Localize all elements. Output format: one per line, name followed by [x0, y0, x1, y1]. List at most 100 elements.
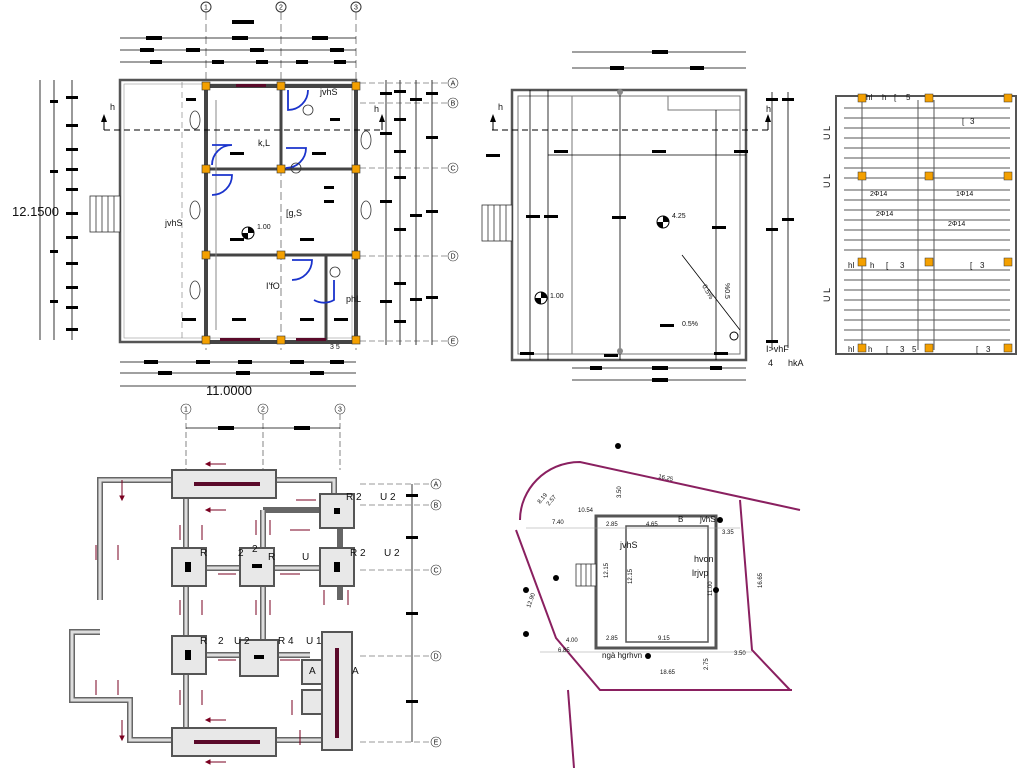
grid-label-3: 3	[354, 5, 358, 12]
footing-label: U 1	[306, 636, 322, 647]
slab-label: 5	[912, 345, 917, 354]
site-dimension: 16.25	[658, 474, 675, 483]
overall-width-dimension: 11.0000	[206, 383, 252, 398]
slab-side-label-2: U L	[822, 174, 832, 188]
foundation-grid-label-b: B	[434, 503, 439, 510]
dimension-ticks-bottom	[144, 360, 344, 375]
site-stairs	[575, 563, 597, 587]
footing-label: R	[268, 552, 275, 563]
slab-label: 3	[970, 117, 975, 126]
site-dimension: 9.15	[658, 636, 670, 642]
slab-label: [	[970, 261, 973, 270]
footing-label: R	[200, 636, 207, 647]
grid-label-2: 2	[279, 5, 283, 12]
roof-dimension-ticks	[486, 150, 748, 357]
roof-dimension-ticks-top	[610, 50, 704, 70]
foundation-grid-label-3: 3	[338, 407, 342, 414]
site-dimension: 3.50	[734, 651, 746, 657]
footing-label: R 2	[346, 492, 362, 503]
site-dimension: 16.65	[758, 572, 764, 588]
site-dimension: 2.75	[704, 658, 710, 670]
plot-boundary-curve	[519, 460, 801, 521]
site-markers	[523, 443, 723, 659]
roof-note-number: 4	[768, 358, 773, 368]
footing-label: R 2	[350, 548, 366, 559]
foundation-grid-label-d: D	[433, 654, 438, 661]
slab-detail-outline	[835, 95, 1017, 355]
slab-side-label-3: U L	[822, 288, 832, 302]
site-plan: 16.25 8.19 2.57 3.50 10.54 7.40 2.85 4.6…	[515, 443, 801, 768]
site-building-inner	[625, 525, 709, 643]
slab-side-label-1: U L	[822, 126, 832, 140]
footing-label: U 2	[384, 548, 400, 559]
slab-label: [	[962, 117, 965, 126]
slab-label: [	[886, 345, 889, 354]
slab-label: [	[976, 345, 979, 354]
floor-level: 1.00	[257, 224, 271, 231]
roof-slab	[571, 95, 741, 355]
drain-icon	[729, 331, 739, 341]
slab-outline-inner	[123, 83, 353, 339]
roof-note-text: hkA	[788, 358, 804, 368]
room-label-top: jvhS	[319, 87, 338, 97]
overall-height-dimension: 12.1500	[12, 204, 59, 219]
slope-vertical: %0.5	[723, 283, 730, 299]
footing-label: A	[352, 666, 359, 677]
rebar-label: 2Φ14	[948, 221, 965, 228]
site-dimension: 6.85	[558, 648, 570, 654]
roof-stairs	[481, 204, 513, 242]
foundation-grid-label-a: A	[434, 482, 439, 489]
foundation-ticks-right	[406, 494, 418, 703]
footing-center-marks	[185, 508, 340, 660]
rebar-label: 2Φ14	[876, 211, 893, 218]
roof-plan: h h 4.25 1.00 0.5% %0.5 0.5%	[481, 50, 804, 382]
foundation-grid-right	[360, 478, 442, 748]
roof-level-marker-icon	[656, 215, 670, 229]
foundation-grid-label-2: 2	[261, 407, 265, 414]
slab-label: 3	[986, 345, 991, 354]
footing-label: 2	[238, 548, 244, 559]
dimension-lines-left	[39, 80, 73, 340]
slab-label: 3	[980, 261, 985, 270]
slab-label: 5	[906, 93, 911, 102]
roof-dimension-lines-top	[572, 51, 746, 69]
footing-label: R	[200, 548, 207, 559]
plumbing-fixtures	[189, 104, 372, 300]
ground-floor-plan: 1 2 3 12.1500	[12, 1, 459, 398]
site-dimension: 4.00	[566, 638, 578, 644]
slab-label: hl	[848, 345, 854, 354]
entrance-stairs	[89, 195, 121, 233]
slab-label: [	[894, 93, 897, 102]
section-label-left: h	[110, 102, 115, 112]
interior-dimension-ticks	[182, 98, 348, 321]
downpipe-icon	[617, 348, 623, 354]
room-label-living: jvhS	[164, 218, 183, 228]
foundation-ticks-top	[218, 426, 310, 430]
grid-label-b: B	[451, 101, 456, 108]
site-label: hvon	[694, 554, 714, 564]
slab-label: h	[868, 345, 872, 354]
footing-label: U 2	[234, 636, 250, 647]
downpipe-icon	[617, 89, 623, 95]
site-dimension: 11.00	[708, 581, 714, 596]
site-dimension: 3.35	[722, 530, 734, 536]
slab-label: hl	[866, 93, 872, 102]
roof-internal-lines	[529, 90, 746, 360]
roof-dimension-ticks-bottom	[590, 366, 722, 382]
slab-label: 3	[900, 345, 905, 354]
grid-label-1: 1	[204, 5, 208, 12]
site-dimension: 12.90	[526, 592, 537, 609]
strip-footings-inner	[70, 478, 340, 742]
site-dimension: 3.50	[617, 486, 623, 498]
dimension-ticks-top	[140, 20, 346, 64]
room-label-bath: phL	[346, 294, 361, 304]
stair-label: 3 5	[330, 344, 340, 351]
roof-outline	[510, 88, 748, 362]
room-label-bedroom: I'fO	[266, 281, 280, 291]
site-dimension: 12.15	[628, 568, 634, 584]
footing-label: R 4	[278, 636, 294, 647]
foundation-plan: 1 2 3	[69, 403, 442, 765]
site-label: lrjvp	[692, 568, 709, 578]
rebar-lines	[844, 100, 1010, 350]
dimension-ticks-right	[380, 90, 438, 323]
